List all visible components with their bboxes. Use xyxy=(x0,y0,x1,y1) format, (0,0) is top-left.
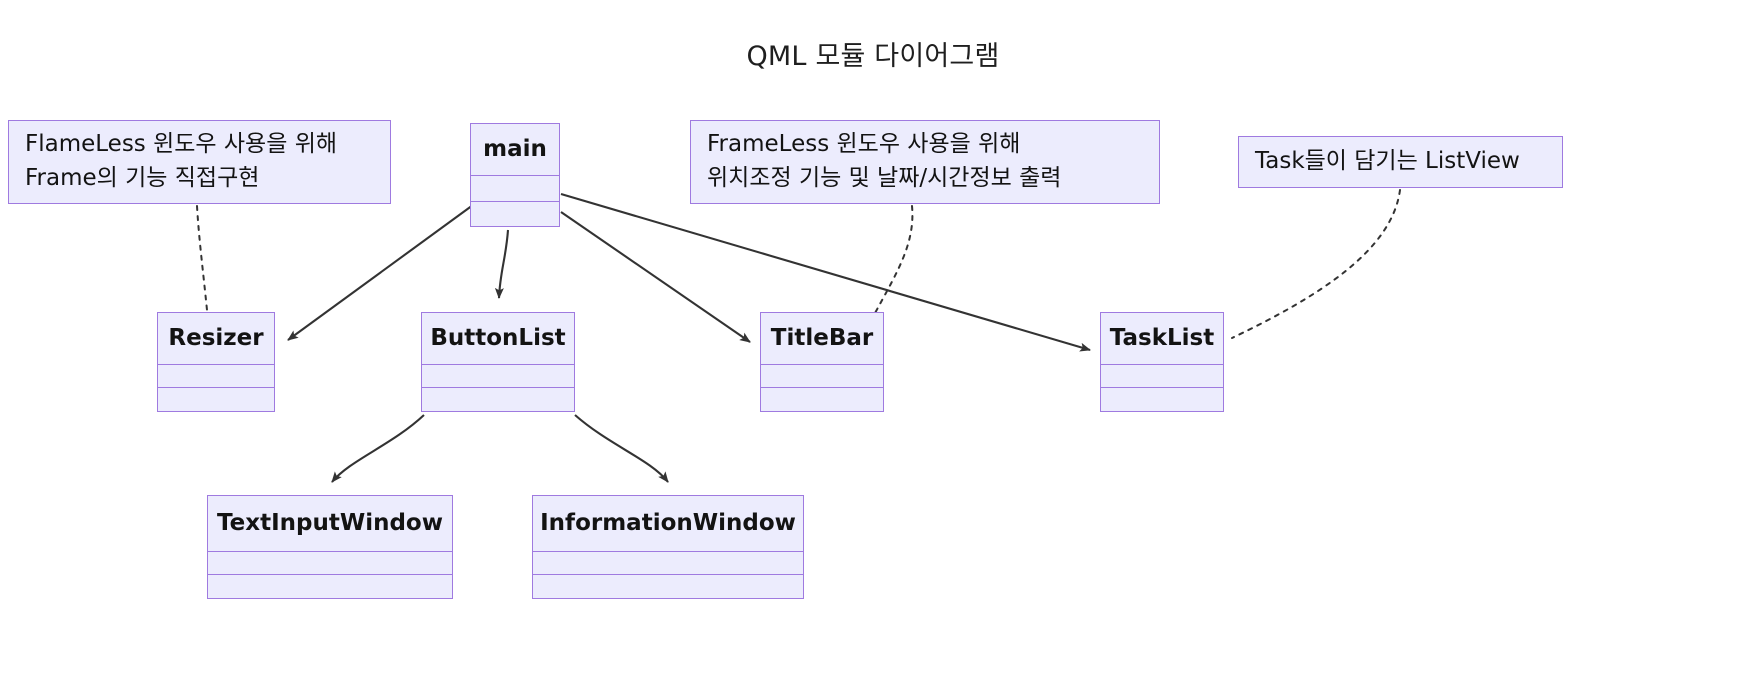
node-textinputwindow-title: TextInputWindow xyxy=(217,510,443,537)
node-textinputwindow[interactable]: TextInputWindow xyxy=(207,495,453,599)
edge-main-to-titlebar xyxy=(560,211,751,343)
node-main[interactable]: main xyxy=(470,123,560,227)
node-textinputwindow-attributes xyxy=(208,550,452,575)
edge-main-to-buttonlist xyxy=(494,229,510,299)
node-titlebar-attributes xyxy=(761,363,883,388)
node-tasklist-attributes xyxy=(1101,363,1223,388)
node-buttonlist[interactable]: ButtonList xyxy=(421,312,575,412)
note-tasklist[interactable]: Task들이 담기는 ListView xyxy=(1238,136,1563,188)
node-tasklist-methods xyxy=(1101,387,1223,411)
edge-buttonlist-to-textinputwindow xyxy=(331,414,425,483)
edge-buttonlist-to-informationwindow xyxy=(574,414,669,483)
note-titlebar-line-2: 위치조정 기능 및 날짜/시간정보 출력 xyxy=(707,165,1062,191)
page-title: QML 모듈 다이어그램 xyxy=(746,41,1000,72)
edge-note-resizer-link xyxy=(196,205,208,311)
node-titlebar[interactable]: TitleBar xyxy=(760,312,884,412)
node-tasklist-title: TaskList xyxy=(1109,325,1215,352)
node-textinputwindow-methods xyxy=(208,574,452,598)
node-main-methods xyxy=(471,200,559,227)
node-titlebar-title: TitleBar xyxy=(770,325,874,352)
node-resizer[interactable]: Resizer xyxy=(157,312,275,412)
node-informationwindow-methods xyxy=(533,574,803,598)
edge-note-tasklist-link xyxy=(1231,189,1401,339)
node-informationwindow[interactable]: InformationWindow xyxy=(532,495,804,599)
node-resizer-attributes xyxy=(158,363,274,388)
node-titlebar-methods xyxy=(761,387,883,411)
note-resizer-line-2: Frame의 기능 직접구현 xyxy=(25,165,260,191)
node-informationwindow-attributes xyxy=(533,550,803,575)
note-titlebar-line-1: FrameLess 윈도우 사용을 위해 xyxy=(707,131,1021,157)
node-tasklist[interactable]: TaskList xyxy=(1100,312,1224,412)
node-resizer-title: Resizer xyxy=(168,325,264,352)
node-main-title: main xyxy=(483,136,547,163)
node-resizer-methods xyxy=(158,387,274,411)
node-main-attributes xyxy=(471,174,559,201)
note-resizer[interactable]: FlameLess 윈도우 사용을 위해 Frame의 기능 직접구현 xyxy=(8,120,391,204)
note-titlebar[interactable]: FrameLess 윈도우 사용을 위해 위치조정 기능 및 날짜/시간정보 출… xyxy=(690,120,1160,204)
node-informationwindow-title: InformationWindow xyxy=(540,510,796,537)
note-tasklist-line-1: Task들이 담기는 ListView xyxy=(1255,148,1520,174)
node-buttonlist-attributes xyxy=(422,363,574,388)
node-buttonlist-methods xyxy=(422,387,574,411)
note-resizer-line-1: FlameLess 윈도우 사용을 위해 xyxy=(25,131,338,157)
node-buttonlist-title: ButtonList xyxy=(430,325,566,352)
